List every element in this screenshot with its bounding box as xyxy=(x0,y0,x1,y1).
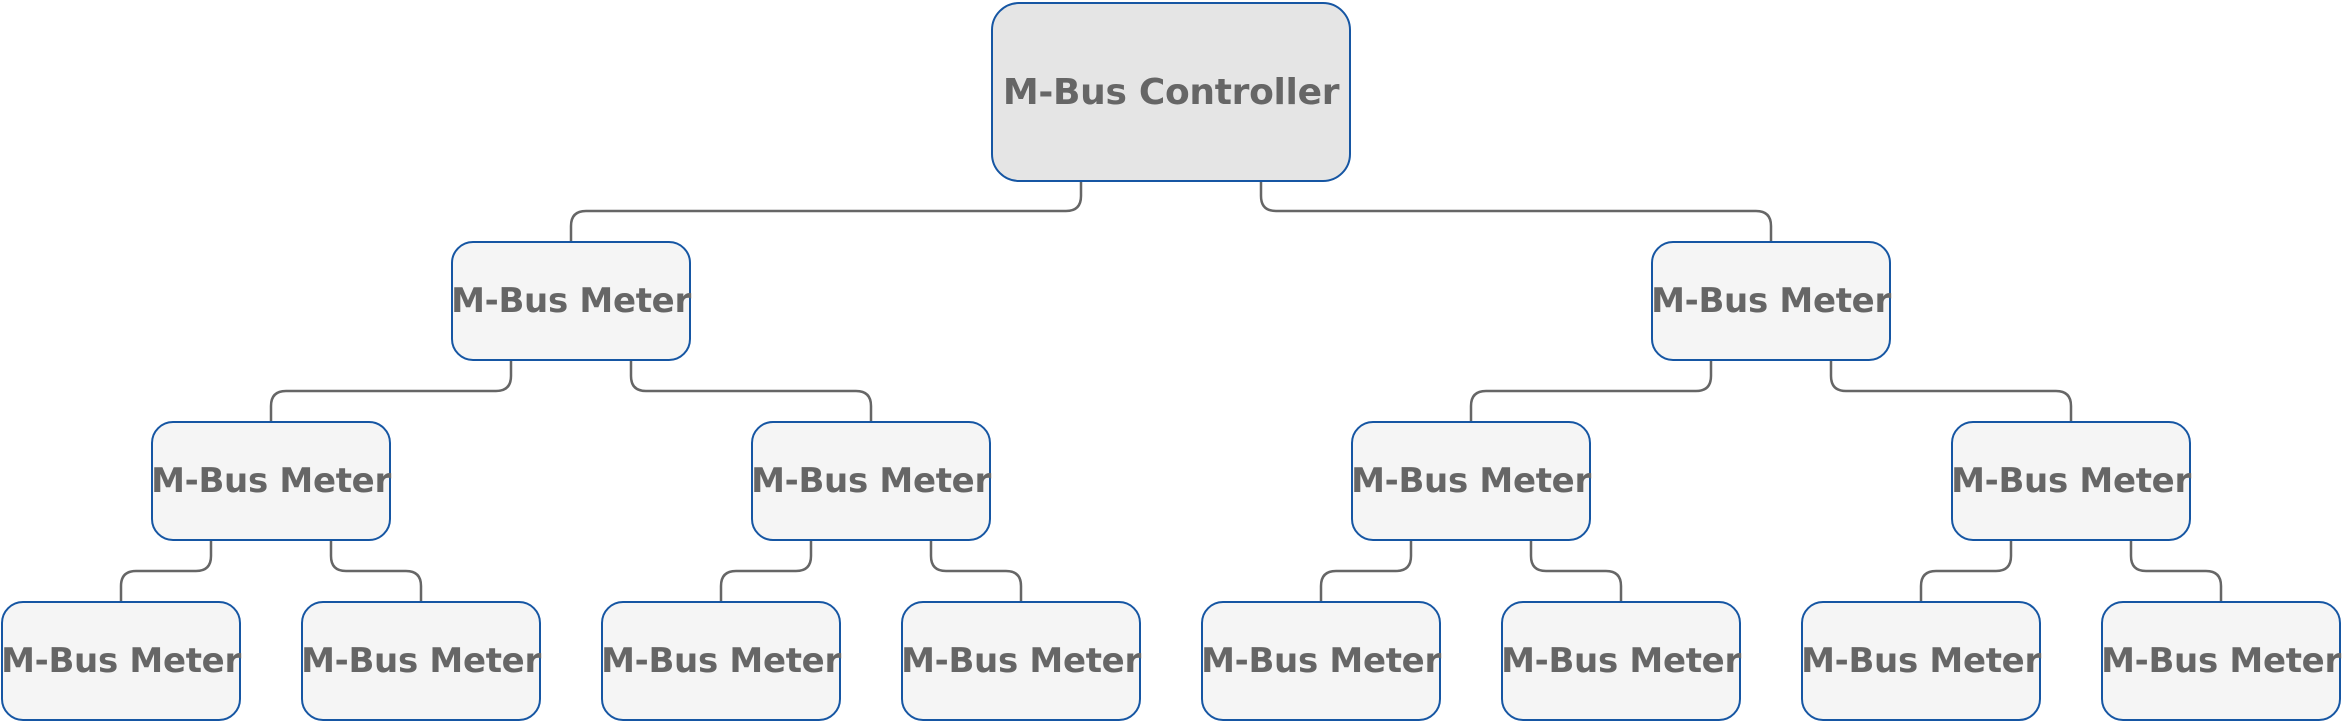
connector-line xyxy=(929,541,1023,601)
meter-label: M-Bus Meter xyxy=(151,461,391,501)
meter-label: M-Bus Meter xyxy=(601,641,841,681)
meter-label: M-Bus Meter xyxy=(2101,641,2341,681)
meter-label: M-Bus Meter xyxy=(1,641,241,681)
meter-node-l3-7: M-Bus Meter xyxy=(1801,601,2041,721)
meter-label: M-Bus Meter xyxy=(901,641,1141,681)
meter-node-l2-3: M-Bus Meter xyxy=(1351,421,1591,541)
meter-node-l3-2: M-Bus Meter xyxy=(301,601,541,721)
meter-node-l3-4: M-Bus Meter xyxy=(901,601,1141,721)
meter-label: M-Bus Meter xyxy=(1801,641,2041,681)
meter-node-l3-8: M-Bus Meter xyxy=(2101,601,2341,721)
connector-line xyxy=(2129,541,2223,601)
connector-line xyxy=(1259,182,1773,241)
connector-line xyxy=(1829,361,2073,421)
connector-line xyxy=(1469,361,1713,421)
meter-label: M-Bus Meter xyxy=(451,281,691,321)
connector-line xyxy=(119,541,213,601)
connector-line xyxy=(1319,541,1413,601)
connector-line xyxy=(569,182,1083,241)
connector-line xyxy=(269,361,513,421)
meter-node-l3-6: M-Bus Meter xyxy=(1501,601,1741,721)
meter-label: M-Bus Meter xyxy=(301,641,541,681)
meter-label: M-Bus Meter xyxy=(1951,461,2191,501)
meter-node-l3-3: M-Bus Meter xyxy=(601,601,841,721)
connector-line xyxy=(719,541,813,601)
meter-label: M-Bus Meter xyxy=(1351,461,1591,501)
meter-label: M-Bus Meter xyxy=(1201,641,1441,681)
meter-label: M-Bus Meter xyxy=(751,461,991,501)
meter-node-l1-1: M-Bus Meter xyxy=(451,241,691,361)
connector-line xyxy=(329,541,423,601)
meter-label: M-Bus Meter xyxy=(1501,641,1741,681)
meter-node-l2-4: M-Bus Meter xyxy=(1951,421,2191,541)
connector-line xyxy=(1919,541,2013,601)
meter-node-l3-1: M-Bus Meter xyxy=(1,601,241,721)
connector-line xyxy=(629,361,873,421)
controller-label: M-Bus Controller xyxy=(1002,71,1340,113)
meter-node-l1-2: M-Bus Meter xyxy=(1651,241,1891,361)
meter-node-l2-2: M-Bus Meter xyxy=(751,421,991,541)
controller-node: M-Bus Controller xyxy=(991,2,1351,182)
connector-line xyxy=(1529,541,1623,601)
meter-label: M-Bus Meter xyxy=(1651,281,1891,321)
meter-node-l2-1: M-Bus Meter xyxy=(151,421,391,541)
meter-node-l3-5: M-Bus Meter xyxy=(1201,601,1441,721)
